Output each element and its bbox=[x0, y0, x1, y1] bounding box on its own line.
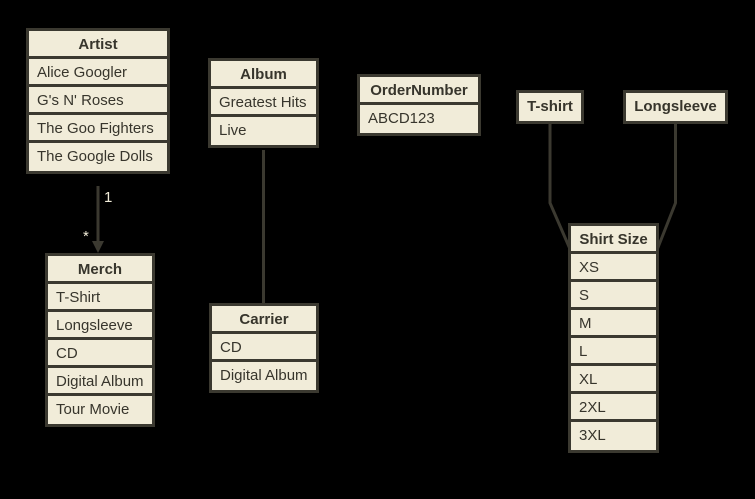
entity-title: Longsleeve bbox=[626, 93, 725, 121]
entity-row: CD bbox=[48, 340, 152, 368]
entity-title: T-shirt bbox=[519, 93, 581, 121]
entity-row: Greatest Hits bbox=[211, 89, 316, 117]
entity-row: Digital Album bbox=[212, 362, 316, 390]
entity-row: L bbox=[571, 338, 656, 366]
entity-row: ABCD123 bbox=[360, 105, 478, 133]
entity-row: G's N' Roses bbox=[29, 87, 167, 115]
entity-row: T-Shirt bbox=[48, 284, 152, 312]
cardinality-label-one: 1 bbox=[104, 189, 113, 206]
entity-row: Longsleeve bbox=[48, 312, 152, 340]
entity-row: 2XL bbox=[571, 394, 656, 422]
entity-title: Album bbox=[211, 61, 316, 89]
connector-tshirt-shirtsize bbox=[548, 121, 572, 250]
entity-row: XL bbox=[571, 366, 656, 394]
entity-row: Digital Album bbox=[48, 368, 152, 396]
entity-row: M bbox=[571, 310, 656, 338]
entity-longsleeve: Longsleeve bbox=[623, 90, 728, 124]
entity-row: XS bbox=[571, 254, 656, 282]
entity-row: Alice Googler bbox=[29, 59, 167, 87]
connector-longsleeve-shirtsize bbox=[655, 121, 677, 251]
entity-title: Merch bbox=[48, 256, 152, 284]
cardinality-label-many: * bbox=[83, 228, 89, 245]
entity-title: Carrier bbox=[212, 306, 316, 334]
entity-row: The Google Dolls bbox=[29, 143, 167, 171]
entity-row: 3XL bbox=[571, 422, 656, 450]
entity-tshirt: T-shirt bbox=[516, 90, 584, 124]
entity-row: CD bbox=[212, 334, 316, 362]
entity-title: Artist bbox=[29, 31, 167, 59]
arrowhead-merch bbox=[92, 241, 104, 253]
entity-row: Live bbox=[211, 117, 316, 145]
entity-row: The Goo Fighters bbox=[29, 115, 167, 143]
entity-row: S bbox=[571, 282, 656, 310]
entity-row: Tour Movie bbox=[48, 396, 152, 424]
entity-title: OrderNumber bbox=[360, 77, 478, 105]
entity-title: Shirt Size bbox=[571, 226, 656, 254]
